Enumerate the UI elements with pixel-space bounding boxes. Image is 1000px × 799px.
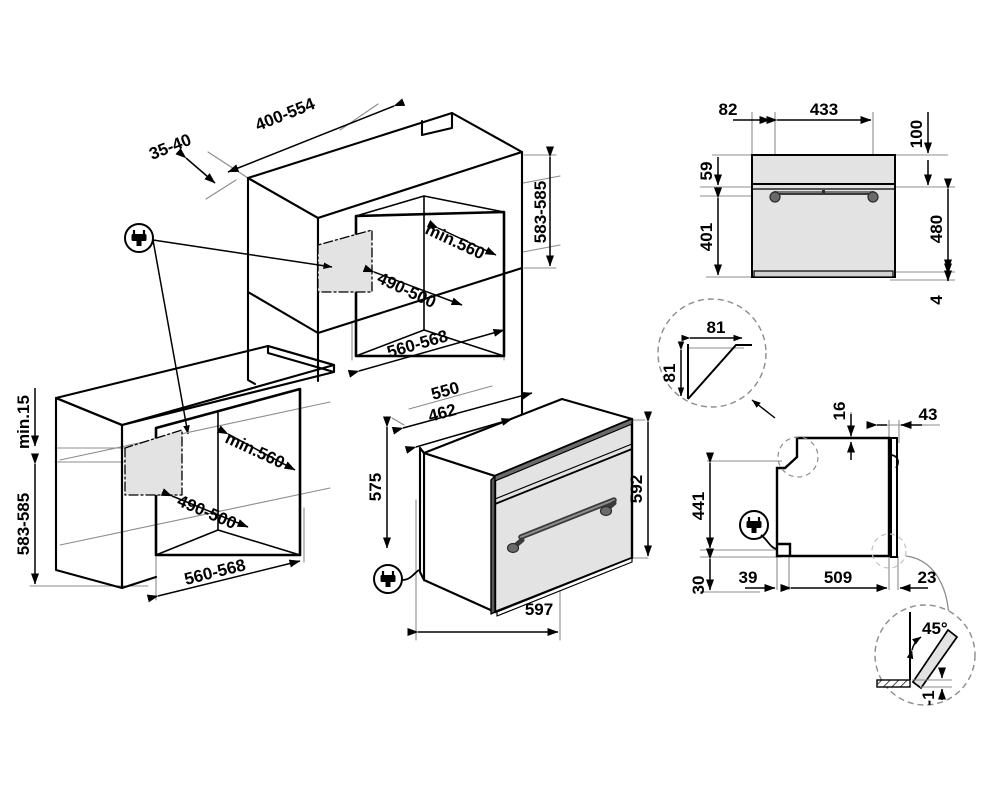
dim-min15: min.15: [14, 395, 33, 449]
side-section-door: [890, 437, 898, 558]
dim-line-min560-b: [216, 425, 296, 471]
lower-cabinet-front: [120, 423, 158, 590]
dim-82: 82: [719, 100, 738, 119]
power-plug-icon-section: [739, 510, 769, 540]
dim-81-vertical: 81: [660, 364, 679, 383]
oven-door-left-edge: [490, 475, 496, 615]
dim-line-min560-a: [426, 219, 497, 256]
detail-marker-corner: [777, 436, 819, 478]
dim-line-560-568-b: [146, 559, 301, 603]
front-plinth: [753, 270, 894, 278]
dim-401: 401: [697, 223, 716, 251]
dim-100: 100: [907, 120, 926, 148]
dim-line-560-568-a: [347, 329, 505, 378]
oven-power-cable: [401, 569, 420, 581]
dim-line-400-554: [227, 98, 406, 173]
dim-line-462: [404, 418, 513, 454]
dim-4: 4: [927, 295, 946, 305]
dim-39: 39: [739, 568, 758, 587]
dim-16: 16: [830, 402, 849, 421]
dim-line-490-500-b: [160, 488, 249, 528]
view-side-section: [700, 412, 953, 631]
view-front-elevation: [700, 112, 955, 281]
dim-480: 480: [927, 215, 946, 243]
front-body: [751, 154, 896, 278]
dim-arc-45: [906, 636, 922, 660]
front-view-dimensions: 82 433 100 59 401 480 4: [697, 100, 952, 305]
dim-509: 509: [824, 568, 852, 587]
dim-23: 23: [918, 568, 937, 587]
detail-corner-chamfer: 81 81: [657, 298, 776, 419]
detail-45-degree: 45° -1: [874, 604, 976, 706]
dim-59: 59: [697, 162, 716, 181]
front-handle: [769, 190, 879, 203]
view-oven-isometric: [391, 385, 649, 641]
side-section-foot: [777, 542, 792, 556]
dim-line-490-500-a: [362, 264, 463, 306]
dim-597: 597: [525, 600, 553, 619]
cabinet-left-edge: [246, 290, 257, 386]
detail-corner-leader: [751, 399, 776, 419]
oven-handle-isometric: [506, 497, 617, 554]
dim-441: 441: [689, 492, 708, 520]
power-plug-icon-oven: [373, 564, 403, 594]
lower-cabinet-top-join: [120, 370, 336, 427]
oven-panel-split2: [494, 443, 633, 500]
side-door-hinge: [889, 454, 899, 469]
dim-81-horizontal: 81: [707, 318, 726, 337]
cabinet-top-notch: [420, 111, 454, 137]
side-section-dimensions: 16 43 441 30 39 509 23: [689, 402, 937, 595]
detail-hatched-base: [876, 679, 911, 688]
dim-583-585-a: 583-585: [531, 181, 550, 243]
oven-door-bottom-edge: [496, 557, 633, 617]
dim-43: 43: [919, 405, 938, 424]
oven-panel-split: [494, 448, 633, 505]
detail-marker-angle: [871, 533, 907, 569]
oven-rear-flange: [418, 446, 426, 582]
detail-corner-chamfer-line: [687, 344, 752, 400]
plug-leader-lines-upper: [152, 239, 333, 435]
oven-door-top-edge: [494, 418, 633, 482]
dim-30: 30: [689, 576, 708, 595]
socket-zone-upper: [317, 229, 373, 293]
section-power-cable: [760, 534, 778, 550]
side-section-body: [775, 436, 891, 558]
dim-minus-1: -1: [919, 690, 938, 705]
dim-583-585-b: 583-585: [14, 493, 33, 555]
dim-433: 433: [810, 100, 838, 119]
detail-circle-corner: [657, 298, 767, 408]
dim-575: 575: [366, 473, 385, 501]
oven-dimensions: 550 462 575 592 597: [366, 378, 652, 636]
detail-angled-panel: [911, 628, 959, 690]
power-plug-icon: [124, 223, 154, 253]
dim-592: 592: [627, 475, 646, 503]
dim-45-deg: 45°: [922, 619, 948, 638]
dim-line-35-40: [175, 148, 216, 184]
